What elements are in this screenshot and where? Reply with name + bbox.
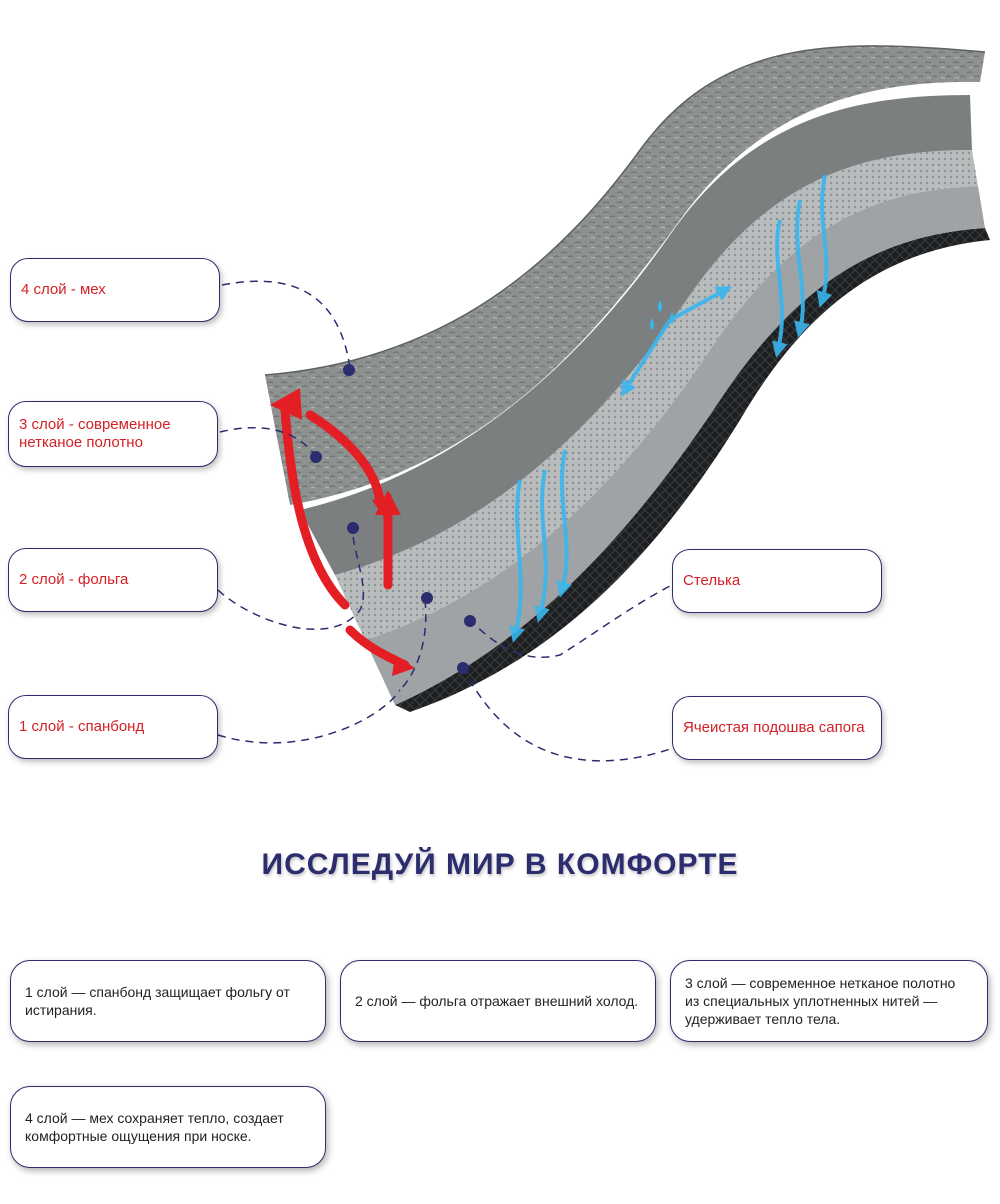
- label-insole: Стелька: [672, 549, 882, 613]
- description-layer-3: 3 слой — современное нетканое полотно из…: [670, 960, 988, 1042]
- label-layer-3-text: 3 слой - современное нетканое полотно: [19, 416, 171, 451]
- label-insole-text: Стелька: [683, 572, 741, 589]
- nonwoven-layer: [300, 95, 972, 575]
- label-layer-3: 3 слой - современное нетканое полотно: [8, 401, 218, 467]
- cold-air-arrow: [509, 174, 833, 643]
- label-sole: Ячеистая подошва сапога: [672, 696, 882, 760]
- label-layer-1-text: 1 слой - спанбонд: [19, 718, 145, 735]
- water-drop-icon: [650, 300, 674, 330]
- sole-layer: [395, 228, 990, 712]
- description-layer-1-text: 1 слой — спанбонд защищает фольгу от ист…: [25, 984, 290, 1018]
- label-layer-4-text: 4 слой - мех: [21, 281, 106, 298]
- label-layer-1: 1 слой - спанбонд: [8, 695, 218, 759]
- description-layer-2-text: 2 слой — фольга отражает внешний холод.: [355, 993, 639, 1009]
- label-layer-2: 2 слой - фольга: [8, 548, 218, 612]
- fur-layer: [264, 45, 986, 505]
- label-sole-text: Ячеистая подошва сапога: [683, 719, 865, 736]
- label-layer-4: 4 слой - мех: [10, 258, 220, 322]
- description-layer-4: 4 слой — мех сохраняет тепло, создает ко…: [10, 1086, 326, 1168]
- description-layer-1: 1 слой — спанбонд защищает фольгу от ист…: [10, 960, 326, 1042]
- description-layer-2: 2 слой — фольга отражает внешний холод.: [340, 960, 656, 1042]
- connector-dot: [310, 364, 476, 674]
- label-layer-2-text: 2 слой - фольга: [19, 571, 129, 588]
- description-layer-4-text: 4 слой — мех сохраняет тепло, создает ко…: [25, 1110, 284, 1144]
- description-layer-3-text: 3 слой — современное нетканое полотно из…: [685, 975, 956, 1027]
- page-heading: ИССЛЕДУЙ МИР В КОМФОРТЕ: [261, 848, 739, 881]
